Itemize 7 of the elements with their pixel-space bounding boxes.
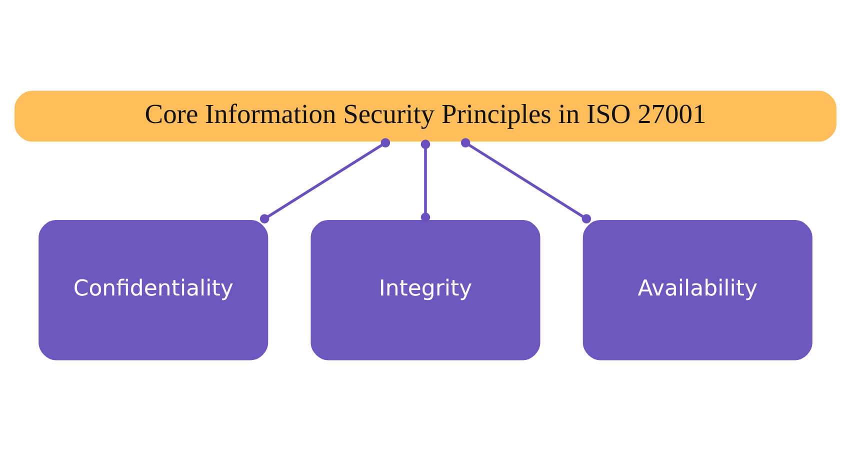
connector (460, 138, 591, 223)
node-box: Confidentiality (38, 220, 268, 360)
node-box: Availability (582, 220, 812, 360)
node-box: Integrity (310, 220, 540, 360)
node-box: Core Information Security Principles in ISO 27001 (14, 90, 836, 142)
connector (259, 138, 390, 223)
connector (420, 139, 430, 222)
